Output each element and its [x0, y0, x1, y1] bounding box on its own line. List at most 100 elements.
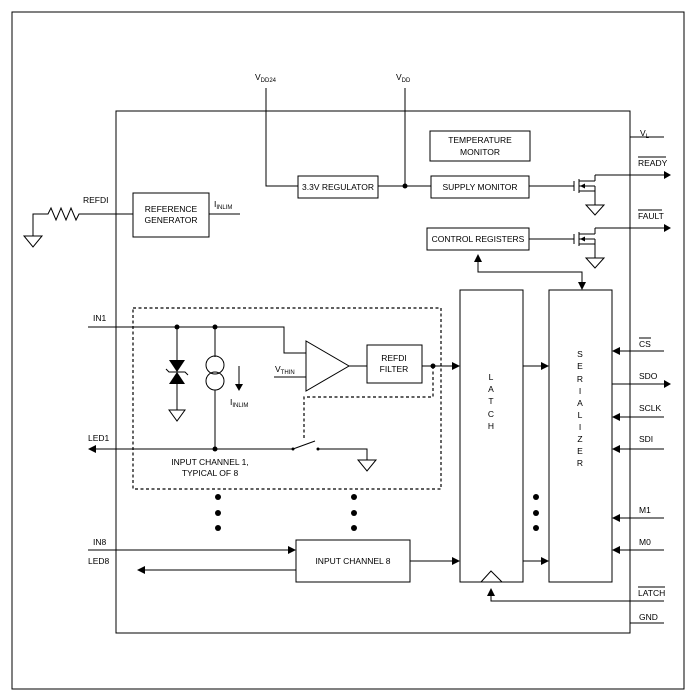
regulator-label: 3.3V REGULATOR [302, 182, 374, 192]
led1-arrow-icon [88, 445, 96, 453]
control-registers-label: CONTROL REGISTERS [432, 234, 525, 244]
pin-sdo: SDO [639, 371, 658, 381]
switch-ground-icon [356, 459, 378, 472]
temperature-monitor-block [429, 130, 531, 162]
tvs-diode-icon [165, 327, 189, 410]
channel-ellipsis-left [215, 494, 221, 531]
pin-gnd: GND [639, 612, 658, 622]
fault-arrow-icon [664, 224, 671, 232]
svg-text:R: R [577, 458, 583, 468]
vdd-label: VDD [396, 72, 411, 84]
ready-arrow-icon [664, 171, 671, 179]
svg-text:Z: Z [577, 434, 582, 444]
vthin-label: VTHIN [275, 364, 295, 376]
serializer-label: S E R I A L I Z E R [577, 349, 583, 468]
current-direction-arrow-icon [235, 366, 243, 391]
refdi-ground-icon [22, 235, 44, 248]
outer-frame [11, 11, 685, 690]
refdi-filter-label-1: REFDI [381, 353, 407, 363]
chip-boundary [115, 110, 631, 634]
channel-ellipsis-middle [351, 494, 357, 531]
led1-junction-dot [212, 446, 218, 452]
svg-text:E: E [577, 361, 583, 371]
input-channel-1-label-2: TYPICAL OF 8 [182, 468, 239, 478]
input-channel-1-box [132, 307, 442, 490]
svg-text:T: T [488, 396, 493, 406]
refdi-resistor-icon [32, 206, 133, 236]
led-switch-icon [291, 440, 320, 451]
temperature-monitor-label-2: MONITOR [460, 147, 500, 157]
svg-text:L: L [578, 410, 583, 420]
svg-text:A: A [488, 384, 494, 394]
sdo-arrow-icon [664, 380, 671, 388]
regulator-block [297, 175, 379, 199]
channel-ellipsis-right [533, 494, 539, 531]
ready-transistor-icon [573, 175, 596, 205]
current-source-icon [205, 327, 225, 449]
fault-transistor-icon [573, 228, 596, 258]
sdi-arrow-icon [612, 445, 620, 453]
svg-text:E: E [577, 446, 583, 456]
switch-to-ground-wire [318, 448, 368, 460]
ready-ground-icon [584, 204, 606, 216]
pin-fault: FAULT [638, 211, 664, 221]
in8-arrow-icon [288, 546, 296, 554]
led8-arrow-icon [137, 566, 145, 574]
input-channel-8-block [295, 539, 411, 583]
svg-text:A: A [577, 398, 583, 408]
control-bus-down-arrow-icon [578, 282, 586, 290]
latch-to-serializer-arrow-2-icon [541, 557, 549, 565]
latch-pin-arrow-icon [487, 588, 495, 596]
refdi-filter-label-2: FILTER [380, 364, 409, 374]
latch-to-serializer-arrow-1-icon [541, 362, 549, 370]
inlim-ref-label: IINLIM [214, 199, 232, 211]
tvs-ground-icon [168, 409, 186, 422]
latch-label: L A T C H [488, 372, 494, 431]
latch-pin-wire [490, 596, 664, 602]
pin-led8: LED8 [88, 556, 110, 566]
in1-wire [88, 326, 306, 354]
temperature-monitor-label-1: TEMPERATURE [448, 135, 512, 145]
pin-led1: LED1 [88, 433, 110, 443]
svg-text:L: L [489, 372, 494, 382]
svg-text:C: C [488, 409, 494, 419]
svg-text:I: I [579, 386, 581, 396]
serializer-block [548, 289, 613, 583]
channel-8-to-latch-arrow-icon [452, 557, 460, 565]
latch-clock-marker-icon [480, 570, 503, 583]
pin-vl: VL [640, 128, 650, 140]
pin-ready: READY [638, 158, 668, 168]
fault-ground-icon [584, 257, 606, 269]
m1-arrow-icon [612, 514, 620, 522]
cs-arrow-icon [612, 347, 620, 355]
svg-text:R: R [577, 374, 583, 384]
supply-monitor-block [430, 175, 530, 199]
reference-generator-label-1: REFERENCE [145, 204, 198, 214]
pin-m0: M0 [639, 537, 651, 547]
latch-block [459, 289, 524, 583]
sclk-arrow-icon [612, 413, 620, 421]
reference-generator-label-2: GENERATOR [144, 215, 197, 225]
pin-sclk: SCLK [639, 403, 662, 413]
svg-text:S: S [577, 349, 583, 359]
input-channel-8-label: INPUT CHANNEL 8 [315, 556, 390, 566]
pin-refdi: REFDI [83, 195, 109, 205]
pin-in1: IN1 [93, 313, 107, 323]
svg-text:H: H [488, 421, 494, 431]
refdi-filter-block [366, 344, 423, 384]
reference-generator-block [132, 192, 210, 238]
pin-m1: M1 [639, 505, 651, 515]
vdd-junction-dot [402, 183, 408, 189]
supply-monitor-label: SUPPLY MONITOR [442, 182, 517, 192]
comparator-icon [305, 340, 350, 392]
vdd24-label: VDD24 [255, 72, 277, 84]
filter-to-latch-arrow-icon [452, 362, 460, 370]
switch-control-dashed-line [303, 366, 434, 440]
pin-cs: CS [639, 339, 651, 349]
control-bus-up-arrow-icon [474, 254, 482, 262]
inlim-source-label: IINLIM [230, 397, 248, 409]
pin-latch: LATCH [638, 588, 665, 598]
control-bus-wire [477, 262, 583, 282]
input-channel-1-label-1: INPUT CHANNEL 1, [171, 457, 248, 467]
